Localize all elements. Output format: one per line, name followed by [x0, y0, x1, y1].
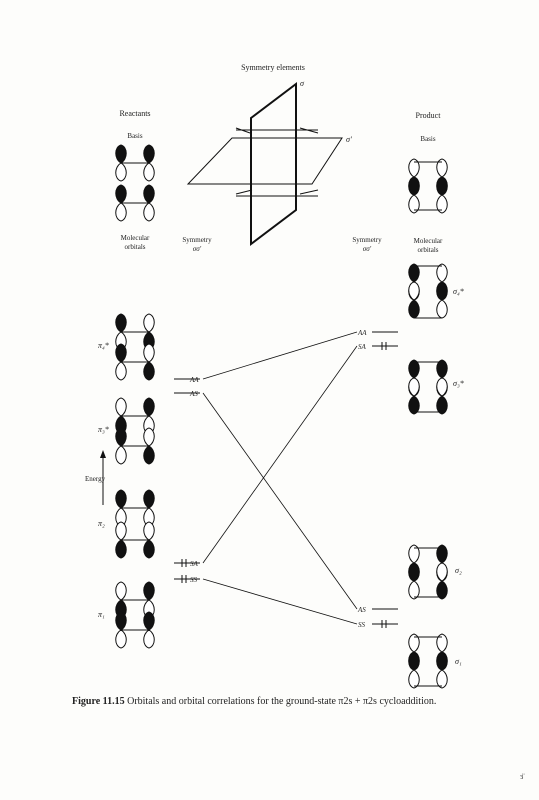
- symmetry-elements-label: Symmetry elements: [241, 63, 305, 72]
- orbital-sigma1: [408, 633, 448, 689]
- product-label: Product: [416, 111, 442, 120]
- mo-right-label-2: orbitals: [418, 246, 439, 254]
- symmetry-planes: [186, 81, 343, 247]
- left-level-aa-label: AA: [189, 376, 199, 384]
- sigma4-label: σ₄*: [453, 287, 464, 296]
- left-level-sa-label: SA: [190, 560, 199, 568]
- right-level-as-label: AS: [357, 606, 366, 614]
- correlation-aa: [202, 331, 358, 380]
- basis-left-orbitals: [115, 144, 155, 222]
- orbital-pi3: [115, 397, 155, 465]
- caption-text: Orbitals and orbital correlations for th…: [127, 696, 437, 707]
- sym-left-label-2: σσ′: [193, 245, 202, 253]
- orbital-pi1: [115, 581, 155, 649]
- left-level-ss-label: SS: [190, 576, 198, 584]
- sym-right-label-2: σσ′: [363, 245, 372, 253]
- correlation-lines: [202, 331, 358, 625]
- orbital-sigma2: [408, 544, 448, 600]
- figure-number: Figure 11.15: [72, 696, 125, 707]
- left-levels: [174, 378, 200, 583]
- orbital-sigma3: [408, 359, 448, 415]
- sym-left-label-1: Symmetry: [182, 236, 212, 244]
- mo-left-label-1: Molecular: [121, 234, 150, 242]
- sigma2-label: σ₂: [455, 566, 462, 575]
- correlation-ss: [202, 578, 358, 625]
- mo-right-label-1: Molecular: [414, 237, 443, 245]
- correlation-sa: [202, 345, 358, 564]
- sigma-label: σ: [300, 79, 305, 88]
- basis-right-label: Basis: [420, 135, 435, 143]
- right-level-aa-label: AA: [357, 329, 367, 337]
- left-level-as-label: AS: [189, 390, 198, 398]
- figure-caption: Figure 11.15 Orbitals and orbital correl…: [72, 696, 492, 708]
- pi2-label: π₂: [98, 519, 105, 528]
- right-level-sa-label: SA: [358, 343, 367, 351]
- right-levels: [372, 331, 398, 628]
- correlation-as: [202, 392, 358, 610]
- energy-axis: [100, 450, 106, 505]
- energy-label: Energy: [85, 475, 106, 483]
- pi3-label: π₃*: [98, 425, 109, 434]
- orbital-pi4: [115, 313, 155, 381]
- right-level-ss-label: SS: [358, 621, 366, 629]
- sigma1-label: σ₁: [455, 657, 462, 666]
- orbital-sigma4: [408, 263, 448, 319]
- sigma3-label: σ₃*: [453, 379, 464, 388]
- basis-right-orbitals: [408, 158, 448, 214]
- orbital-pi2: [115, 489, 155, 559]
- pi4-label: π₄*: [98, 341, 109, 350]
- pi1-label: π₁: [98, 610, 105, 619]
- sym-right-label-1: Symmetry: [352, 236, 382, 244]
- reactants-label: Reactants: [119, 109, 150, 118]
- sigma-prime-label: σ′: [346, 135, 352, 144]
- page-corner-mark: ɜ̈: [520, 772, 524, 781]
- basis-left-label: Basis: [127, 132, 142, 140]
- mo-left-label-2: orbitals: [125, 243, 146, 251]
